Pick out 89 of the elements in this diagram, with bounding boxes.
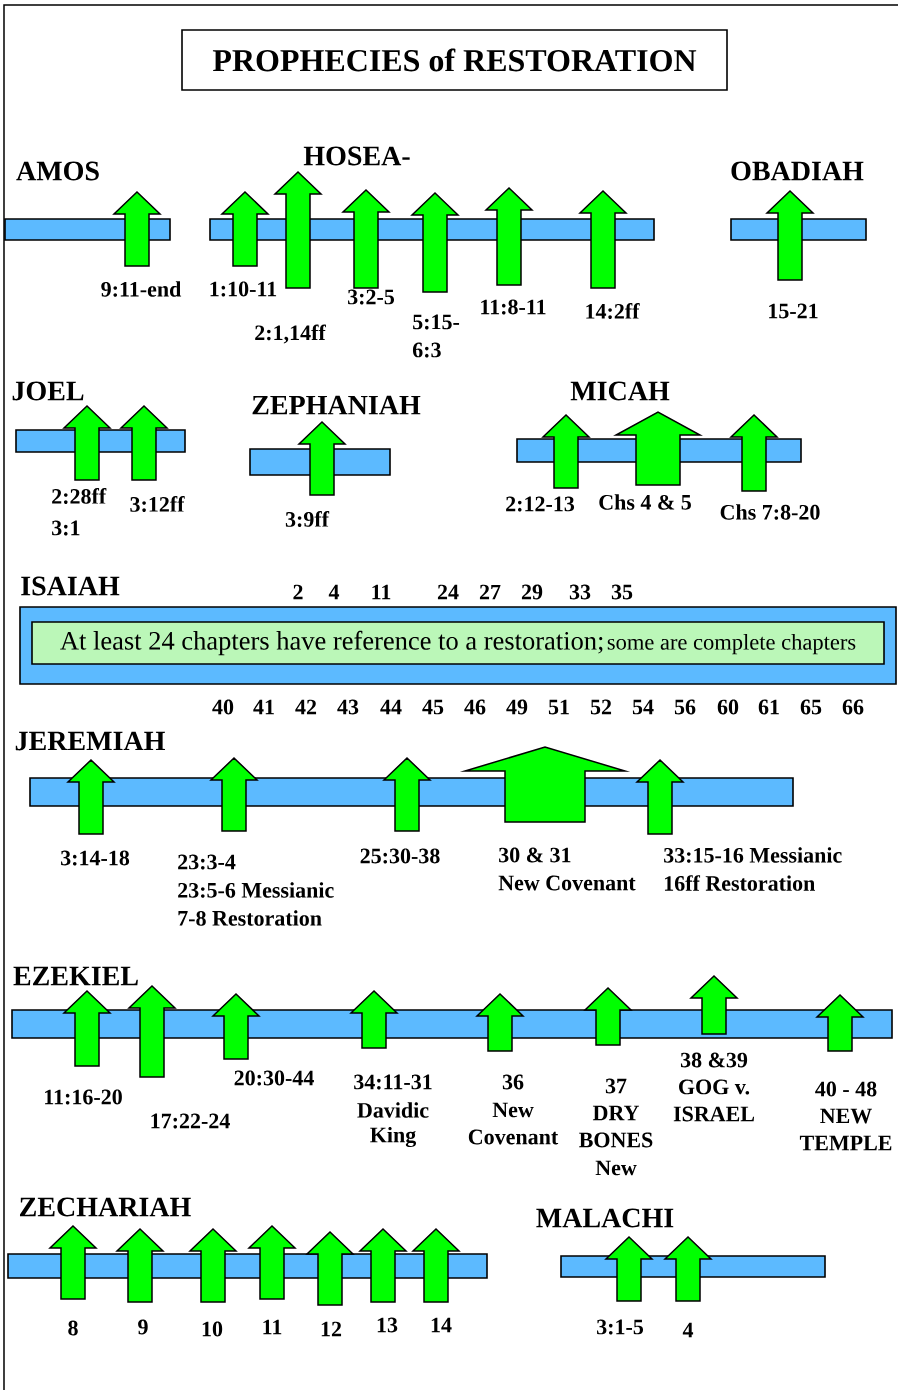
reference-label: 43	[337, 699, 359, 715]
book-heading: OBADIAH	[731, 161, 864, 181]
reference-label: King	[370, 1126, 417, 1148]
book-heading: ZEPHANIAH	[252, 395, 421, 415]
reference-label: 3:14-18	[61, 850, 130, 866]
reference-label: 15-21	[769, 303, 818, 319]
reference-label: 49	[506, 699, 528, 715]
reference-label: 3:2-5	[348, 289, 394, 305]
reference-label: 37	[605, 1078, 627, 1094]
reference-label: 16ff Restoration	[664, 875, 815, 891]
reference-label: 11:16-20	[45, 1089, 122, 1105]
reference-label: 52	[590, 699, 612, 715]
reference-label: 35	[611, 584, 633, 600]
reference-label: 33:15-16 Messianic	[664, 847, 842, 863]
reference-label: NEW	[820, 1108, 872, 1124]
book-heading: ISAIAH	[21, 576, 120, 596]
reference-label: ISRAEL	[673, 1106, 755, 1122]
reference-label: TEMPLE	[799, 1135, 892, 1151]
reference-label: 24	[437, 584, 459, 600]
reference-label: 44	[380, 699, 402, 715]
reference-label: 1:10-11	[210, 281, 277, 297]
reference-label: 54	[632, 699, 654, 715]
reference-label: BONES	[579, 1132, 653, 1148]
reference-label: 56	[674, 699, 696, 715]
reference-label: New	[492, 1102, 534, 1118]
reference-label: 20:30-44	[234, 1070, 314, 1086]
reference-label: New	[595, 1160, 637, 1176]
reference-label: 3:9ff	[285, 511, 330, 527]
book-heading: JEREMIAH	[15, 731, 165, 751]
reference-label: 30 & 31	[499, 847, 571, 863]
book-heading: ZECHARIAH	[20, 1197, 191, 1217]
reference-label: 9:11-end	[101, 281, 182, 297]
reference-label: Chs 7:8-20	[720, 504, 820, 520]
reference-label: 2:1,14ff	[255, 324, 326, 344]
reference-label: 10	[202, 1321, 223, 1337]
reference-label: 36	[502, 1074, 524, 1090]
title-box: PROPHECIES of RESTORATION	[181, 29, 728, 91]
reference-label: 25:30-38	[360, 848, 440, 864]
reference-label: 45	[422, 699, 444, 715]
reference-label: 61	[758, 699, 779, 715]
book-heading: MICAH	[570, 381, 670, 401]
reference-label: 3:1-5	[597, 1319, 643, 1335]
reference-label: 34:11-31	[354, 1074, 432, 1090]
reference-label: 66	[842, 699, 864, 715]
reference-label: 60	[717, 699, 739, 715]
book-heading: HOSEA-	[303, 146, 410, 166]
reference-label: Covenant	[468, 1129, 559, 1145]
reference-label: 4	[682, 1322, 694, 1338]
reference-label: 33	[569, 584, 591, 600]
reference-label: 23:3-4	[178, 854, 236, 870]
reference-label: 6:3	[412, 342, 441, 358]
reference-label: 13	[377, 1317, 398, 1333]
reference-label: DRY	[592, 1105, 639, 1121]
reference-label: 65	[800, 699, 822, 715]
reference-label: 42	[295, 699, 317, 715]
reference-label: 7-8 Restoration	[178, 910, 322, 926]
book-heading: AMOS	[16, 161, 99, 181]
book-heading: MALACHI	[536, 1208, 674, 1228]
reference-label: 2:12-13	[506, 496, 575, 512]
reference-label: 27	[479, 584, 501, 600]
reference-label: 11:8-11	[481, 299, 546, 315]
reference-label: 9	[138, 1319, 148, 1335]
reference-label: 40 - 48	[815, 1081, 877, 1097]
reference-label: 3:1	[52, 520, 80, 536]
reference-label: 40	[212, 699, 234, 715]
reference-label: 41	[253, 699, 274, 715]
reference-label: 23:5-6 Messianic	[178, 882, 334, 898]
reference-label: Chs 4 & 5	[599, 494, 691, 510]
reference-label: 14	[431, 1317, 452, 1333]
book-heading: JOEL	[12, 381, 84, 401]
note-box: At least 24 chapters have reference to a restoration; some are complete chapters	[31, 621, 885, 665]
reference-label: 51	[548, 699, 569, 715]
reference-label: 4	[328, 584, 340, 600]
reference-label: 14:2ff	[586, 303, 640, 319]
reference-label: 12	[321, 1321, 342, 1337]
book-heading: EZEKIEL	[13, 966, 138, 986]
reference-label: 3:12ff	[130, 496, 185, 512]
reference-label: 29	[521, 584, 543, 600]
reference-label: 8	[68, 1320, 78, 1336]
reference-label: 2	[293, 584, 303, 600]
reference-label: 11	[263, 1319, 282, 1335]
reference-label: 5:15-	[413, 314, 460, 330]
reference-label: 2:28ff	[52, 488, 107, 504]
reference-label: GOG v.	[679, 1079, 750, 1095]
reference-label: 17:22-24	[151, 1113, 230, 1129]
reference-label: 11	[372, 584, 391, 600]
reference-label: 46	[464, 699, 486, 715]
reference-label: New Covenant	[498, 875, 636, 891]
reference-label: Davidic	[357, 1102, 429, 1118]
